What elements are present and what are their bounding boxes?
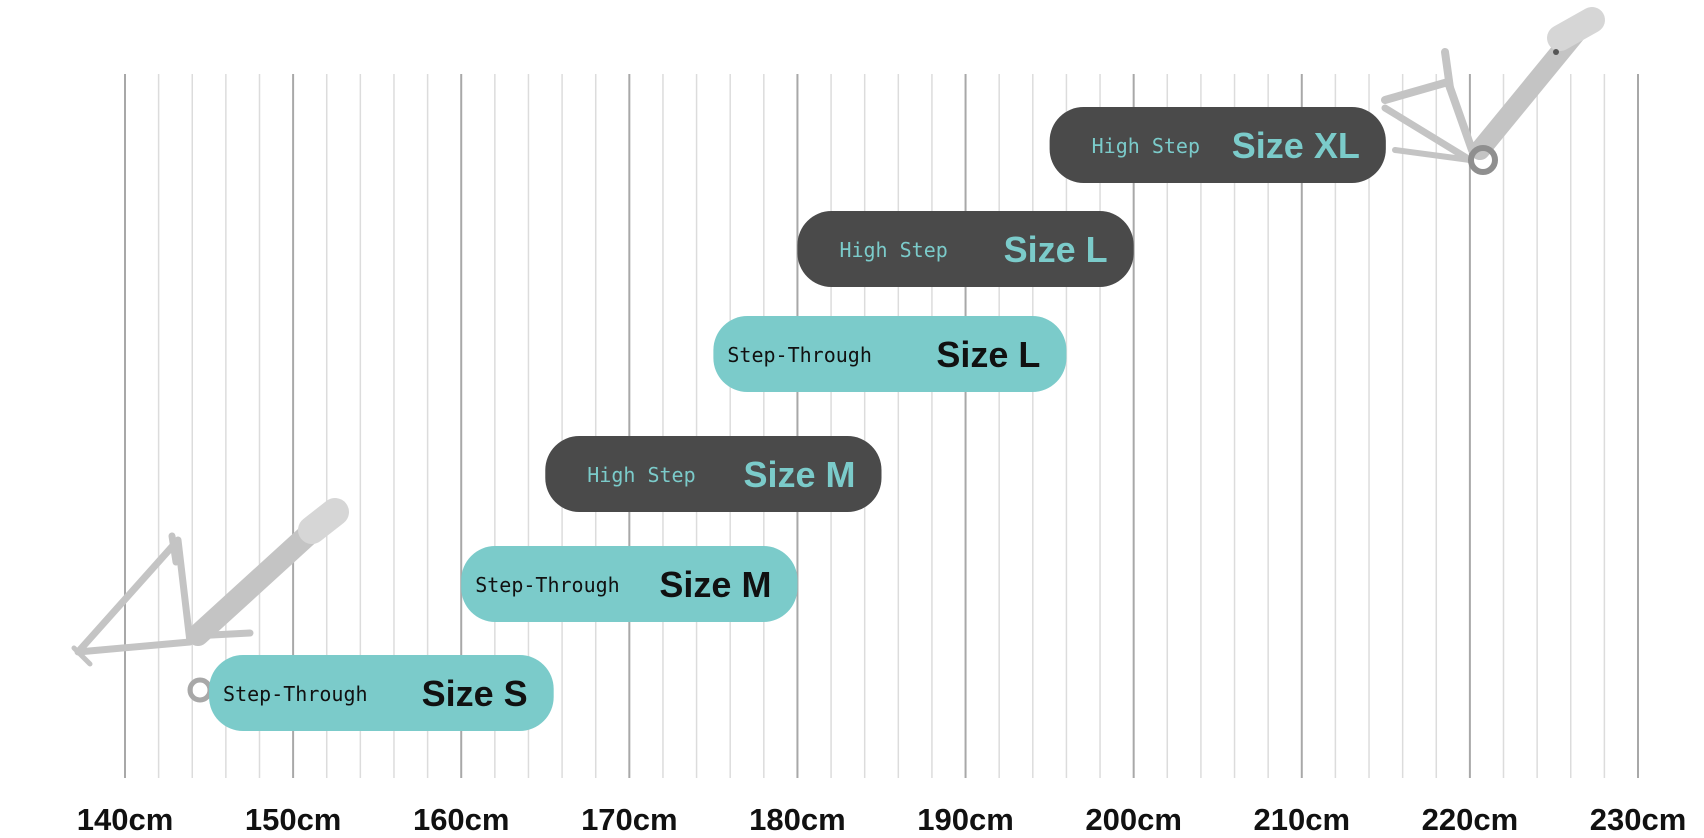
size-range-bar (209, 655, 554, 731)
size-bar: High Step Size XL (1049, 107, 1386, 183)
x-tick-label: 210cm (1254, 802, 1351, 837)
size-range-bar (461, 546, 798, 622)
x-tick-label: 190cm (917, 802, 1014, 837)
size-range-bar (1049, 107, 1386, 183)
x-tick-label: 160cm (413, 802, 510, 837)
x-tick-label: 200cm (1085, 802, 1182, 837)
frame-type-label: Step-Through (475, 573, 620, 597)
size-label: Size L (936, 334, 1040, 375)
x-tick-label: 230cm (1590, 802, 1687, 837)
size-range-bar (545, 436, 882, 512)
minor-grid (157, 74, 1606, 778)
x-tick-label: 180cm (749, 802, 846, 837)
size-range-bar (713, 316, 1067, 392)
x-tick-label: 140cm (77, 802, 174, 837)
size-bar: Step-Through Size M (461, 546, 798, 622)
size-range-bar (797, 211, 1134, 287)
x-tick-label: 170cm (581, 802, 678, 837)
step-through-frame-icon (71, 498, 349, 703)
frame-type-label: High Step (587, 463, 695, 487)
size-label: Size L (1004, 229, 1108, 270)
frame-type-label: Step-Through (727, 343, 872, 367)
frame-type-label: High Step (1092, 134, 1200, 158)
size-label: Size S (422, 673, 528, 714)
size-bar: Step-Through Size S (209, 655, 554, 731)
size-bar: High Step Size M (545, 436, 882, 512)
size-bar: High Step Size L (797, 211, 1134, 287)
frame-type-label: Step-Through (223, 682, 367, 706)
frame-type-label: High Step (839, 238, 947, 262)
x-axis-tick-labels: 140cm 150cm 160cm 170cm 180cm 190cm 200cm 210cm… (77, 802, 1687, 837)
size-label: Size M (743, 454, 855, 495)
x-tick-label: 220cm (1422, 802, 1519, 837)
high-step-frame-icon (1381, 7, 1605, 175)
size-label: Size M (659, 564, 771, 605)
x-tick-label: 150cm (245, 802, 342, 837)
size-label: Size XL (1232, 125, 1360, 166)
size-bar: Step-Through Size L (713, 316, 1067, 392)
